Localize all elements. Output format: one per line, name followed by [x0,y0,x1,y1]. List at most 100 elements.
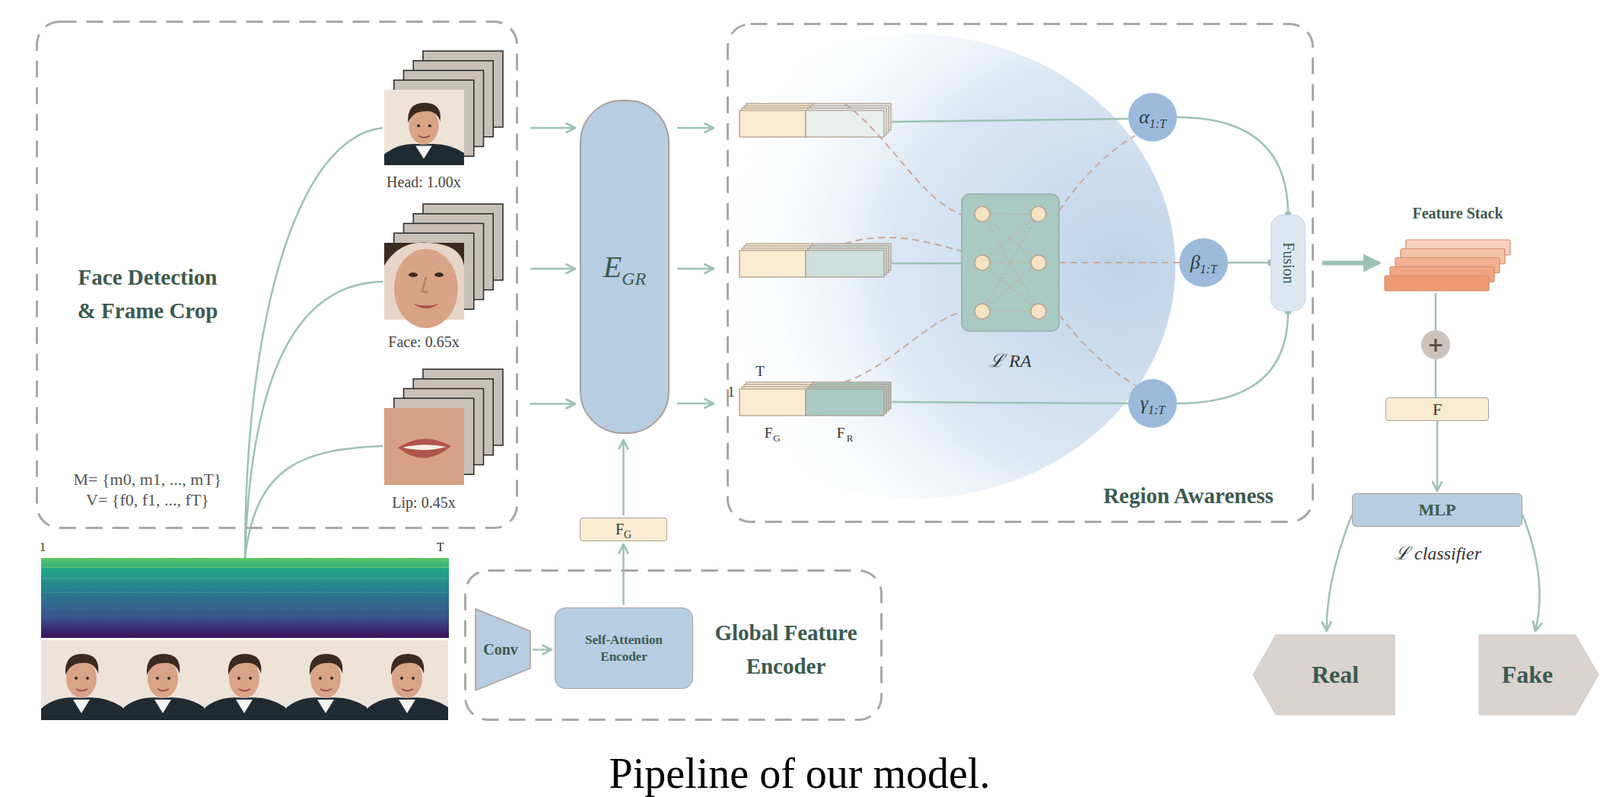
lip-stack [384,368,503,485]
connector [1434,359,1438,398]
text-line: Real [1288,660,1359,689]
group-panel: Global Feature EncoderConvSelf-Attention… [464,569,883,721]
head-stack [384,50,503,166]
label-wrap: F [764,425,773,440]
label-text: Fusion [1280,241,1298,284]
text-line: Conv [483,640,523,659]
label-text: Lip: 0.45x [391,493,455,511]
image-stack: Face: 0.65x [384,203,503,320]
label-text: F [836,424,846,441]
loss-network [961,194,1060,331]
label-wrap: F [836,425,846,440]
attention-glow [650,34,1176,499]
label-text: V= {f0, f1, ..., fT} [85,489,210,509]
connector [1176,311,1289,404]
label-text: Face: 0.65x [388,333,459,350]
label-text: 1:T [1199,262,1217,276]
label-wrap: 1 [39,540,46,554]
connector [530,267,576,271]
encoder-box: Self-Attention Encoder [554,607,694,689]
text-wrap: Head: 1.00x [386,173,462,191]
label-text: Self-Attention Encoder [585,632,663,663]
dashed-border [37,22,518,529]
text-wrap: Face Detection & Frame Crop [71,260,224,328]
connector [1059,135,1136,211]
label-text: GR [621,268,646,289]
label-text: 1 [39,540,46,554]
label-text: Fake [1501,660,1554,688]
image-stack: Head: 1.00x [384,50,503,166]
connector [1059,314,1136,385]
label-text: Face Detection & Frame Crop [77,264,219,323]
text-wrap: V= {f0, f1, ..., fT} [85,489,210,510]
feature-bars [739,103,891,416]
output-tag: Real [1253,634,1395,715]
connector [1059,261,1180,264]
label-text: Feature Stack [1412,204,1503,222]
pentagon [1479,634,1599,715]
text-line: FG [615,520,632,538]
text-line: α1:T [1138,105,1167,129]
label-text: T [755,362,765,379]
label-text: MLP [1418,499,1457,519]
feature-stack: Feature Stack [1384,239,1511,291]
group-panel: Region Awarenessℒ RAα1:Tβ1:Tγ1:TFusion [726,22,1314,523]
node-outline [726,22,1314,523]
encoder-box: EGR [579,99,670,434]
label-wrap: T [755,363,765,379]
loss-block: ℒ RA [961,194,1060,331]
label-wrap: T [436,540,445,554]
label-wrap: R [846,431,854,444]
label-text: T [436,540,445,554]
text-line: + [1427,334,1445,355]
label-text: G [772,432,780,444]
weight-circle: γ1:T [1128,378,1177,428]
label-text: 1:T [1148,403,1165,417]
label-text: Real [1311,660,1359,688]
connector [1227,261,1271,265]
label-text: F [764,424,773,441]
label-text: α [1138,105,1150,128]
text-line: MLP [1418,499,1457,519]
label-text: F [1432,399,1442,419]
caption-wrap: Pipeline of our model. [609,751,991,795]
label-text: 1:T [1149,117,1167,131]
video-frames [41,639,449,720]
connector [622,439,625,516]
output-tag: Fake [1479,634,1599,715]
label-wrap: G [772,431,780,444]
connector [530,127,576,130]
label-text: γ [1140,391,1149,414]
group-panel: Face Detection & Frame Crop M= {m0, m1, .… [35,20,519,529]
text-wrap: M= {m0, m1, ..., mT} [73,469,223,490]
label-text: + [1427,333,1445,357]
connector [532,648,552,651]
text-line: Self-Attention Encoder [576,631,672,665]
connector [1176,117,1289,215]
crop-curves [244,127,383,558]
connector [530,402,576,405]
image-stack: Lip: 0.45x [384,368,503,485]
dashed-border [728,24,1314,522]
text-wrap: Feature Stack [1412,204,1503,223]
label-text: Head: 1.00x [386,173,462,191]
face-stack [384,203,503,328]
spectrogram [41,557,449,638]
label-text: Conv [483,640,519,658]
trapezoid [475,608,531,691]
connector [622,543,625,605]
text-wrap: ℒ RA [989,346,1031,373]
mlp-box: ℒ classifierMLP [1351,493,1523,527]
label-text: G [623,528,632,541]
region-feature-lines [891,118,1129,404]
text-line: EGR [603,249,646,285]
weight-circle: α1:T [1128,92,1177,142]
connector [1522,514,1540,631]
connector [1322,260,1379,266]
text-line: γ1:T [1140,391,1165,415]
conv-block: Conv [475,608,531,691]
label-text: F [615,520,624,538]
text-line: β1:T [1189,251,1217,274]
label-wrap: 1 [727,384,735,399]
